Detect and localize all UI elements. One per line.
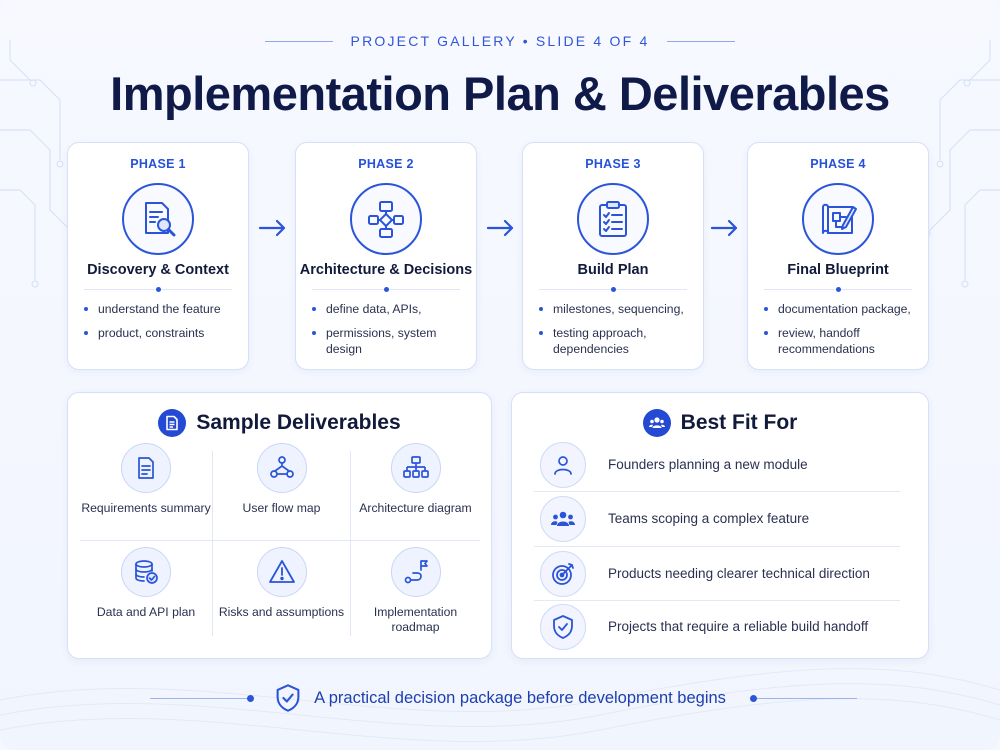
phase-label: PHASE 3 [585,157,641,171]
fit-divider [534,491,900,492]
footer-line-right [757,698,857,699]
phase-bullets: define data, APIs, permissions, system d… [312,301,466,365]
deliverable-label: Data and API plan [96,605,196,619]
phase-bullets: milestones, sequencing, testing approach… [539,301,693,365]
eyebrow: PROJECT GALLERY • SLIDE 4 OF 4 [0,33,1000,49]
footer-line-left [150,698,250,699]
fit-item: Teams scoping a complex feature [534,496,906,544]
arrow-right-icon [710,219,738,237]
grid-divider [350,451,351,636]
divider-dot [383,287,389,292]
shield-check-icon [540,604,586,650]
phase-label: PHASE 2 [358,157,414,171]
best-fit-title: Best Fit For [680,411,798,434]
bullet-item: define data, APIs, [312,301,466,317]
deliverable-item: Implementation roadmap [351,547,480,647]
deliverables-panel: Sample Deliverables Requirements summary [67,392,492,659]
checklist-clipboard-icon [577,183,649,255]
fit-divider [534,546,900,547]
bullet-item: review, handoff recommendations [764,325,918,357]
deliverables-grid: Requirements summary User flow map [80,443,480,643]
eyebrow-line-right [667,40,736,42]
deliverable-item: Data and API plan [80,547,212,647]
fit-item: Founders planning a new module [534,442,906,490]
eyebrow-text: PROJECT GALLERY • SLIDE 4 OF 4 [350,33,650,49]
phase-title: Discovery & Context [87,262,229,278]
bullet-item: permissions, system design [312,325,466,357]
document-lines-icon [121,443,171,493]
roadmap-flag-icon [390,547,441,597]
user-flow-icon [256,443,307,493]
phase-label: PHASE 1 [130,157,186,171]
fit-item: Projects that require a reliable build h… [534,604,906,652]
divider-dot [155,287,161,292]
bullet-item: documentation package, [764,301,918,317]
bullet-item: understand the feature [84,301,238,317]
bullet-item: milestones, sequencing, [539,301,693,317]
blueprint-pencil-icon [802,183,874,255]
footer-dot-left [247,695,254,702]
arrow-right-icon [258,219,286,237]
phase-title: Build Plan [577,262,649,278]
eyebrow-line-left [264,40,333,42]
database-check-icon [121,547,171,597]
team-icon [540,496,586,542]
deliverable-label: Implementation roadmap [373,605,458,634]
best-fit-header: Best Fit For [512,409,928,437]
document-search-icon [122,183,194,255]
phase-title: Final Blueprint [787,262,889,278]
hierarchy-icon [390,443,441,493]
document-icon [158,409,187,437]
deliverable-label: Risks and assumptions [218,605,345,619]
best-fit-panel: Best Fit For Founders planning a new mod… [511,392,929,659]
flowchart-icon [350,183,422,255]
fit-text: Products needing clearer technical direc… [608,566,870,581]
deliverable-item: Requirements summary [80,443,212,543]
bullet-item: testing approach, dependencies [539,325,693,357]
footer-text: A practical decision package before deve… [314,688,726,707]
deliverable-item: Risks and assumptions [213,547,350,647]
fit-text: Projects that require a reliable build h… [608,619,869,634]
footer-dot-right [750,695,757,702]
deliverables-title: Sample Deliverables [196,411,401,434]
deliverable-item: Architecture diagram [351,443,480,543]
shield-check-icon [276,684,300,712]
deliverable-label: Requirements summary [81,501,211,515]
footer: A practical decision package before deve… [0,680,1000,716]
deliverable-label: User flow map [242,501,321,515]
person-icon [540,442,586,488]
deliverable-label: Architecture diagram [359,501,472,515]
phase-bullets: understand the feature product, constrai… [84,301,238,349]
fit-text: Founders planning a new module [608,457,808,472]
group-icon [642,409,671,437]
page-title: Implementation Plan & Deliverables [110,67,890,120]
bullet-item: product, constraints [84,325,238,341]
phase-card-4: PHASE 4 Final Blueprint documentation pa… [747,142,929,370]
deliverable-item: User flow map [213,443,350,543]
phase-card-2: PHASE 2 Architecture & Decisions define … [295,142,477,370]
phase-title: Architecture & Decisions [299,262,473,278]
deliverables-header: Sample Deliverables [68,409,491,437]
target-icon [540,551,586,597]
grid-divider [212,451,213,636]
phase-label: PHASE 4 [810,157,866,171]
phase-bullets: documentation package, review, handoff r… [764,301,918,365]
grid-divider [80,540,480,541]
fit-text: Teams scoping a complex feature [608,511,810,526]
phase-card-3: PHASE 3 Build Plan milestones, sequencin… [522,142,704,370]
fit-item: Products needing clearer technical direc… [534,551,906,599]
divider-dot [610,287,616,292]
phase-card-1: PHASE 1 Discovery & Context understand t… [67,142,249,370]
fit-divider [534,600,900,601]
divider-dot [835,287,841,292]
warning-triangle-icon [256,547,307,597]
arrow-right-icon [486,219,514,237]
